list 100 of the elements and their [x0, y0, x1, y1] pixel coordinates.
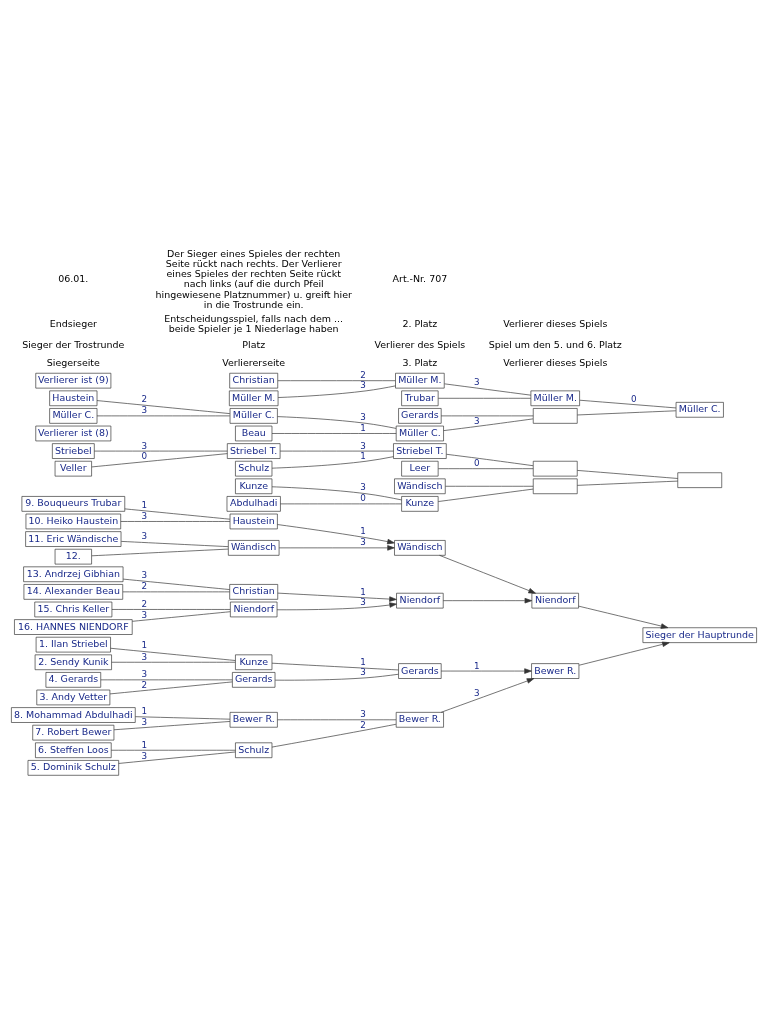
node-box: Bewer R. — [531, 663, 580, 679]
arrow — [440, 668, 532, 674]
connector — [122, 591, 230, 593]
connector — [277, 380, 396, 382]
connector — [122, 578, 230, 590]
node-box: Striebel T. — [393, 443, 447, 459]
edge-label: 1 — [141, 499, 148, 510]
connector — [577, 410, 677, 416]
edge-label: 2 — [360, 370, 366, 381]
connector — [111, 661, 236, 663]
connector — [577, 470, 679, 479]
label: Platz — [242, 339, 266, 350]
edge-label: 3 — [141, 669, 148, 680]
node-box: Sieger der Hauptrunde — [642, 627, 757, 643]
label: 2. Platz — [402, 318, 438, 330]
node-box: Bewer R. — [229, 712, 278, 728]
node-box: 14. Alexander Beau — [23, 584, 124, 600]
arrow — [277, 524, 395, 545]
edge-label: 1 — [360, 450, 366, 461]
node-box: Christian — [229, 372, 279, 389]
edge-label: 1 — [360, 423, 366, 434]
edge-label: 0 — [141, 451, 148, 462]
edge-label: 0 — [360, 493, 366, 504]
node-box: Trubar — [401, 390, 439, 407]
node-box: Striebel — [52, 443, 95, 459]
connector — [438, 488, 534, 502]
connector — [91, 548, 229, 557]
node-box: 7. Robert Bewer — [32, 724, 115, 741]
connector — [271, 723, 397, 748]
node-box: 4. Gerards — [45, 672, 102, 688]
node-box: Kunze — [235, 654, 273, 671]
edge-label: 2 — [360, 719, 366, 730]
node-box: Verlierer ist (9) — [35, 372, 112, 389]
edge-label: 3 — [360, 667, 366, 678]
node-box: Müller M. — [229, 390, 279, 407]
connector — [118, 751, 236, 764]
connector — [279, 450, 394, 452]
edge-label: 0 — [630, 393, 637, 404]
node-box — [532, 478, 578, 495]
node-box: Bewer R. — [395, 712, 444, 728]
node-box: Gerards — [398, 408, 442, 424]
node-box: 12. — [54, 548, 92, 565]
node-box: Wändisch — [228, 540, 280, 556]
label: 3. Platz — [402, 356, 438, 368]
node-box — [677, 472, 723, 488]
connector — [96, 400, 231, 414]
connector — [440, 415, 534, 417]
connector — [445, 485, 534, 487]
node-box: Kunze — [401, 496, 439, 512]
arrow — [439, 555, 536, 594]
node-box: Verlierer ist (8) — [35, 425, 112, 442]
connector — [91, 453, 228, 468]
edge-label: 1 — [360, 525, 366, 536]
connector — [109, 681, 233, 695]
node-box: Christian — [229, 584, 279, 600]
connector — [271, 456, 394, 469]
node-box — [532, 408, 578, 424]
node-box: Niendorf — [396, 592, 444, 609]
connector — [113, 721, 231, 731]
edge-label: 3 — [360, 411, 366, 422]
connector — [274, 673, 399, 681]
node-box: Niendorf — [230, 601, 278, 618]
node-box — [532, 460, 578, 477]
edge-label: 1 — [473, 660, 480, 671]
connector — [277, 416, 397, 429]
connector — [277, 385, 396, 398]
node-box: Veller — [54, 460, 92, 477]
node-box: 1. Ilan Striebel — [35, 636, 111, 653]
node-box: Niendorf — [531, 592, 579, 609]
connector — [124, 508, 231, 520]
edge-label: 3 — [141, 750, 148, 761]
node-box: Müller C. — [675, 402, 724, 418]
edge-label: 3 — [360, 537, 366, 548]
arrow — [578, 605, 669, 629]
connector — [110, 749, 236, 751]
node-box: 16. HANNES NIENDORF — [14, 619, 133, 635]
edge-label: 3 — [141, 569, 148, 580]
node-box: Müller C. — [49, 408, 98, 424]
node-box: Müller C. — [395, 425, 444, 442]
edge-label: 1 — [141, 739, 148, 750]
edge-label: 3 — [473, 415, 480, 426]
edge-label: 3 — [360, 481, 366, 492]
node-box: Striebel T. — [226, 443, 281, 459]
node-box: 15. Chris Keller — [34, 601, 113, 618]
arrow — [278, 545, 395, 551]
node-box: Gerards — [398, 663, 442, 679]
edge-label: 3 — [141, 716, 148, 727]
node-box: 2. Sendy Kunik — [34, 654, 112, 671]
connector — [271, 433, 397, 434]
edge-label: 2 — [141, 680, 148, 691]
connector — [110, 647, 236, 661]
node-box: 6. Steffen Loos — [35, 742, 112, 759]
label: Siegerseite — [46, 356, 100, 368]
node-box: 11. Eric Wändische — [25, 531, 122, 547]
connector — [280, 503, 402, 505]
node-box: Haustein — [229, 513, 278, 530]
label: Verliererseite — [222, 356, 286, 368]
node-box: 5. Dominik Schulz — [27, 760, 120, 776]
node-box: Schulz — [235, 742, 273, 759]
edge-label: 3 — [360, 440, 366, 451]
